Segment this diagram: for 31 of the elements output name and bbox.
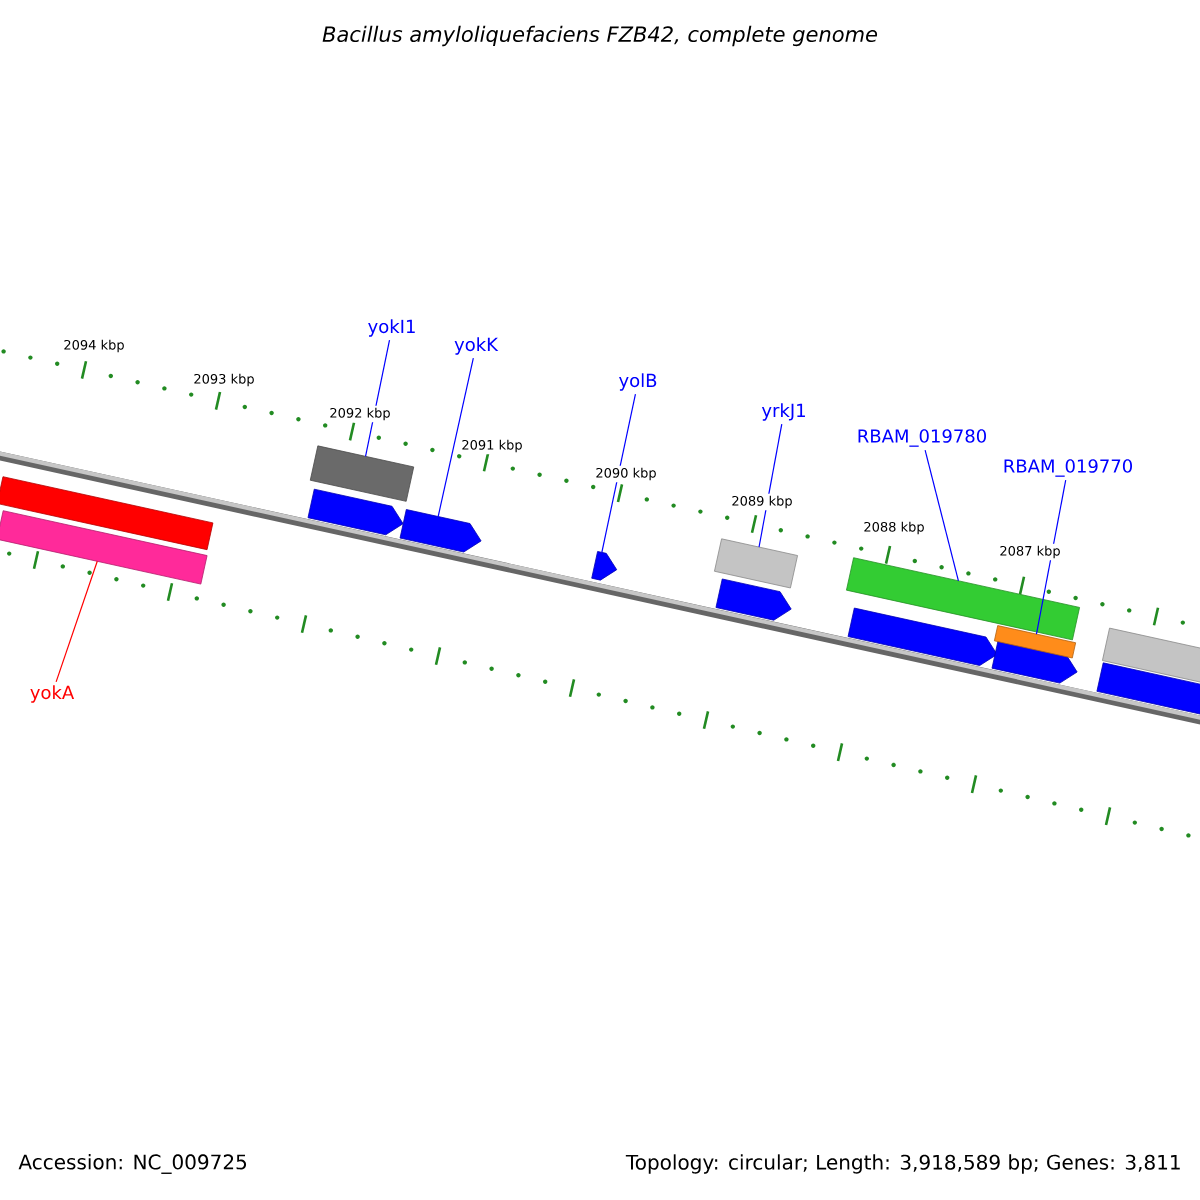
gene-feature — [591, 551, 618, 581]
gene-bar — [993, 625, 1077, 659]
gene-label: yolB — [619, 373, 657, 391]
gene-bar — [1102, 627, 1200, 685]
gene-bar — [0, 476, 214, 551]
leader-line — [437, 357, 474, 518]
gene-label: yokA — [30, 685, 75, 703]
gene-feature — [307, 488, 404, 536]
gene-bar — [846, 557, 1080, 641]
genome-info-text: Topology: circular; Length: 3,918,589 bp; Genes: 3,811 — [625, 1154, 1180, 1174]
title: Bacillus amyloliquefaciens FZB42, complete genome — [322, 25, 878, 47]
gene-label: yokK — [454, 337, 499, 355]
leader-line — [55, 560, 98, 683]
gene-bar — [1096, 662, 1200, 717]
gene-label: RBAM_019780 — [858, 429, 986, 447]
gene-feature — [399, 509, 482, 553]
gene-feature — [991, 639, 1078, 684]
gene-feature — [715, 578, 792, 621]
leader-line — [364, 339, 391, 457]
gene-bar — [714, 538, 798, 589]
leader-line — [924, 449, 959, 582]
leader-line — [601, 393, 637, 553]
gene-bar — [309, 445, 415, 502]
gene-bar — [0, 510, 208, 585]
gene-feature — [847, 607, 998, 666]
leader-line — [1035, 479, 1067, 635]
gene-label: yrkJ1 — [761, 403, 805, 421]
gene-label: yokI1 — [368, 319, 415, 337]
gene-label: RBAM_019770 — [1004, 459, 1132, 477]
accession-text: Accession: NC_009725 — [18, 1154, 247, 1174]
leader-line — [758, 423, 783, 548]
